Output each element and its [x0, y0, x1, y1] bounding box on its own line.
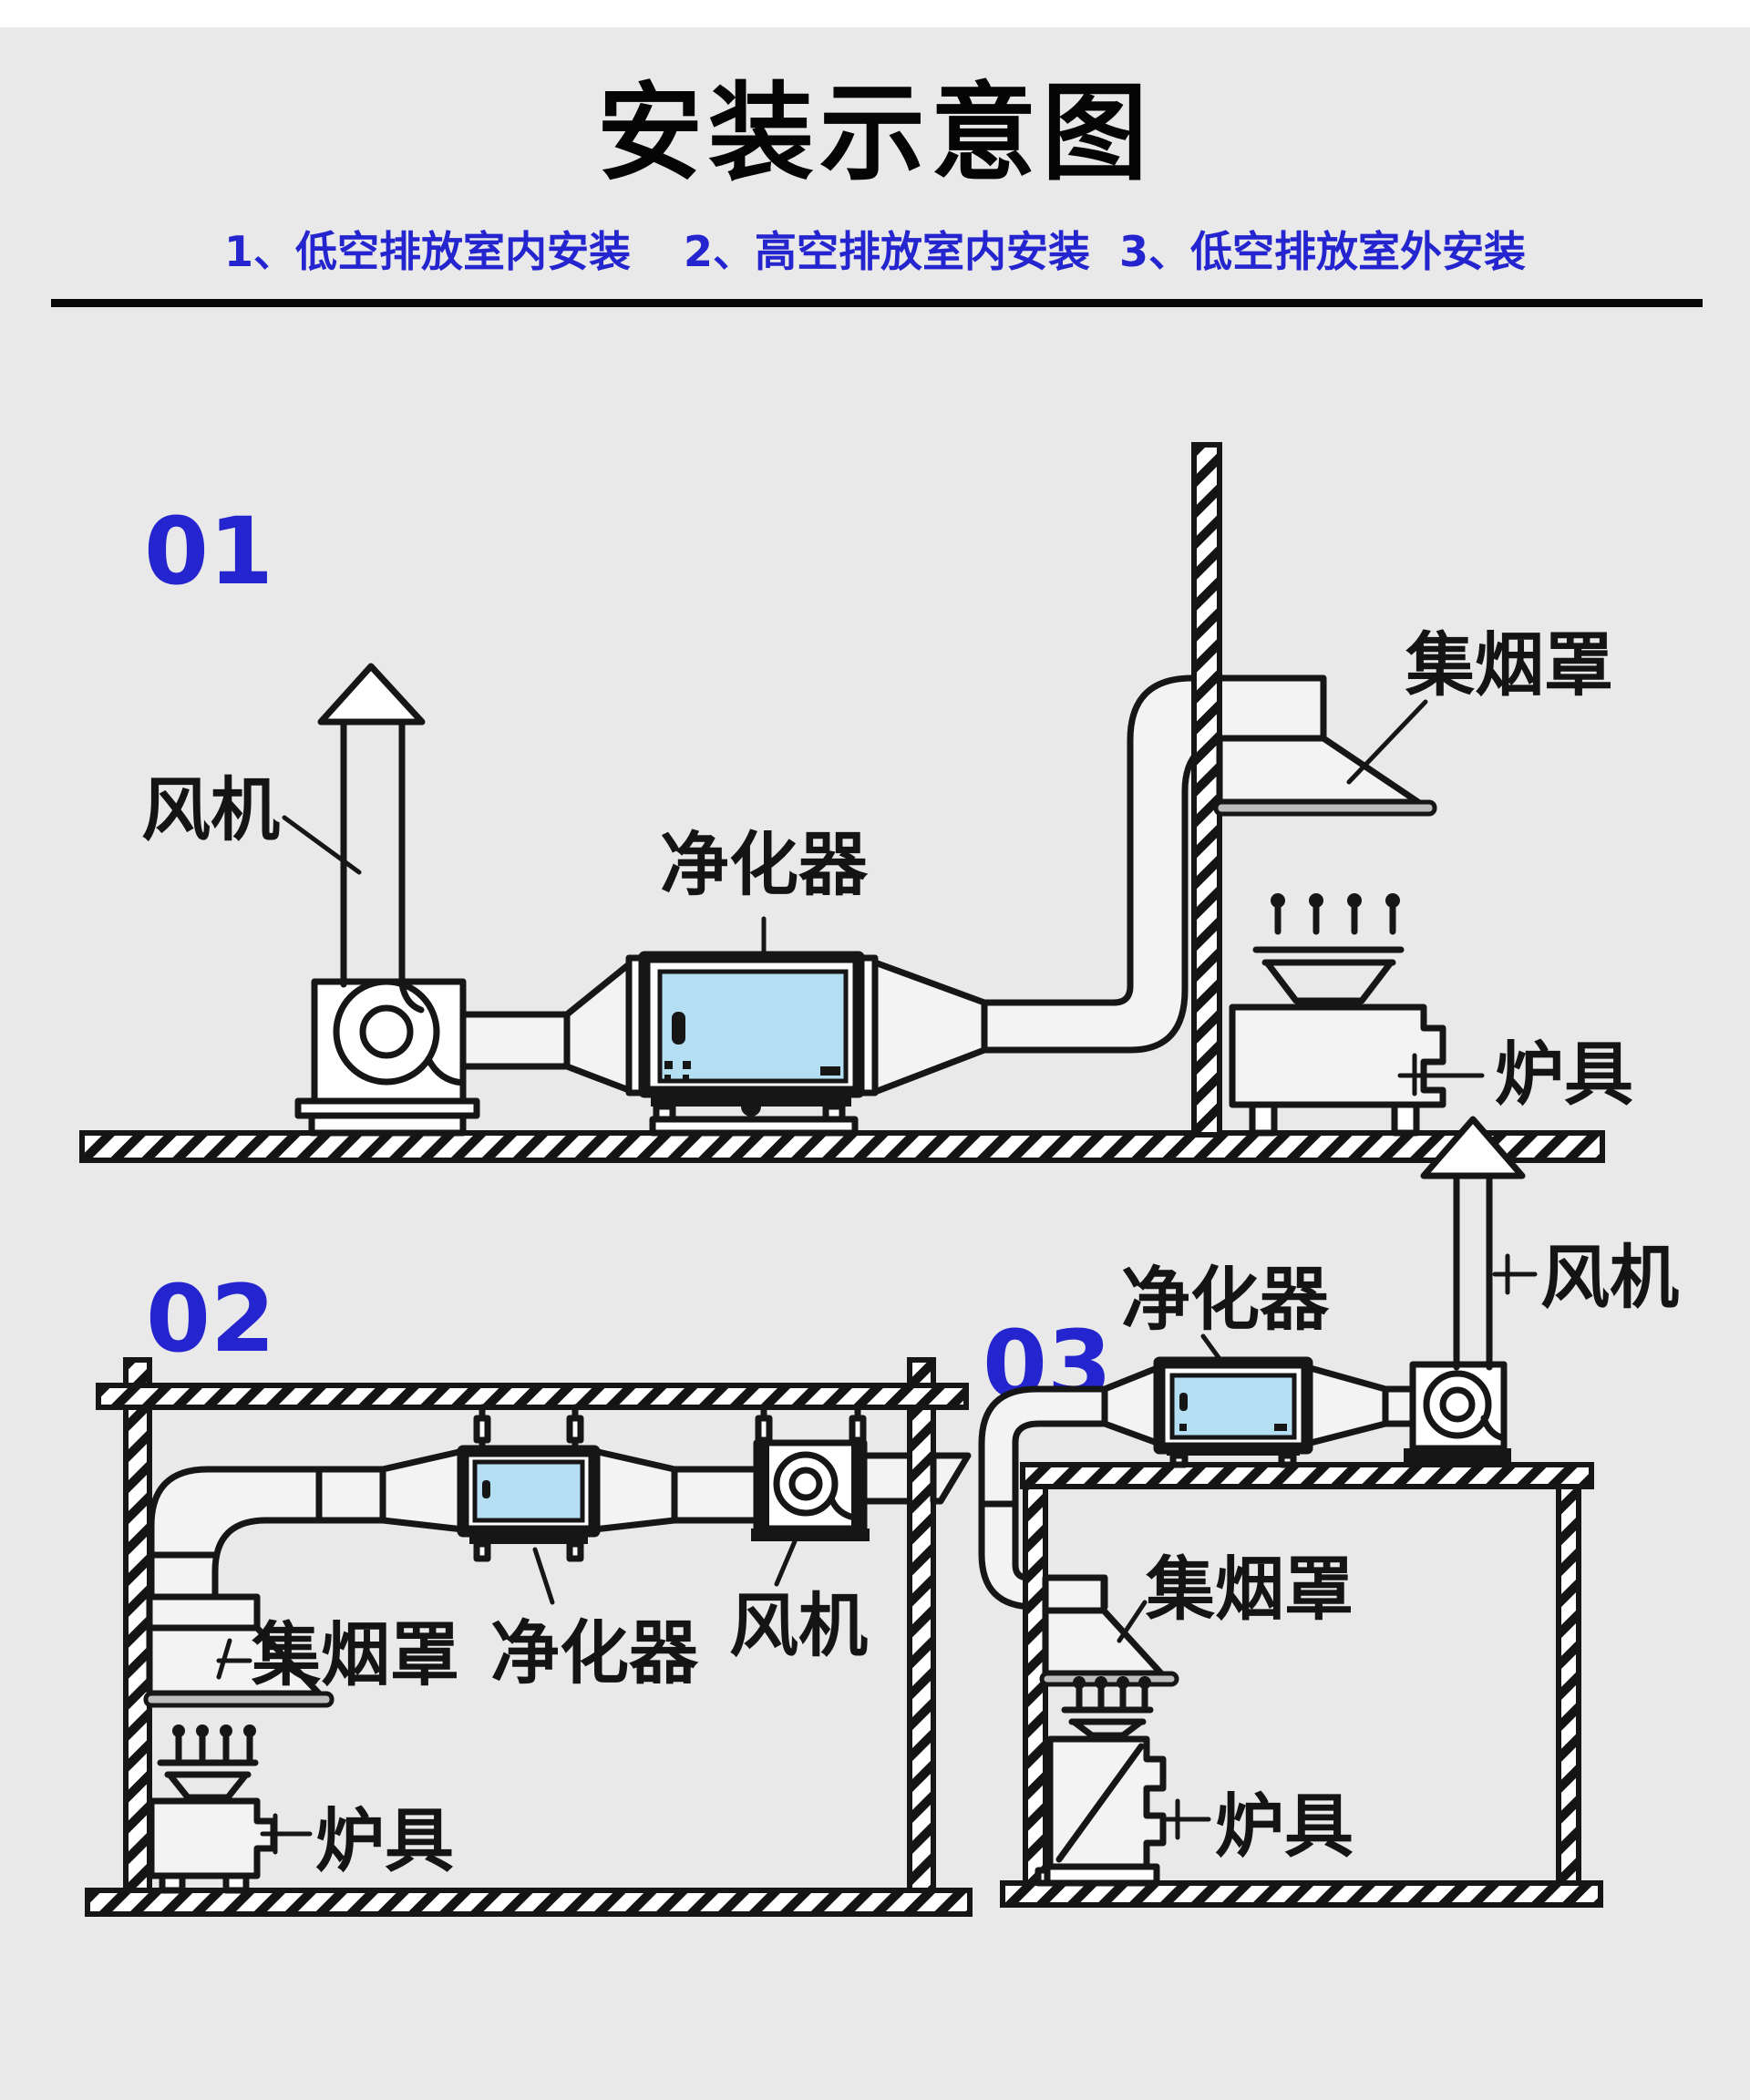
- diagram-02-number: 02: [146, 1265, 275, 1374]
- purifier-leader-02: [532, 1547, 555, 1605]
- cone-left-02: [379, 1447, 467, 1533]
- top-white-strip: [0, 0, 1750, 27]
- room-03: [1000, 1462, 1603, 1908]
- diagram-03: 03: [978, 1116, 1679, 1908]
- fan-unit-03: [1404, 1361, 1511, 1465]
- subtitle-item-1: 1、低空排放室内安装: [223, 227, 631, 276]
- stove-label-03: 炉具: [1215, 1786, 1354, 1867]
- chimney-03: [1420, 1116, 1526, 1371]
- ground-01: [79, 1130, 1605, 1163]
- stove-label-01: 炉具: [1495, 1034, 1633, 1115]
- cone-left-01: [563, 961, 633, 1094]
- diagram-01: 01 风机: [79, 442, 1633, 1163]
- stove-leader-02: [260, 1813, 313, 1855]
- subtitle-item-3: 3、低空排放室外安装: [1119, 227, 1527, 276]
- wok-02: [157, 1759, 259, 1805]
- subtitle: 1、低空排放室内安装 2、高空排放室内安装 3、低空排放室外安装: [0, 219, 1750, 279]
- duct-run-02: [148, 1466, 386, 1608]
- exhaust-nozzle-02: [930, 1452, 972, 1505]
- stove-leader-03: [1164, 1798, 1211, 1840]
- duct-fan-01: [459, 1011, 571, 1070]
- duct-mid-02: [671, 1466, 760, 1524]
- fan-label-03: 风机: [1540, 1237, 1679, 1318]
- duct-riser-01: [981, 674, 1327, 1054]
- cone-right-01: [871, 959, 988, 1096]
- stove-01: [1229, 1004, 1446, 1137]
- purifier-unit-03: [1153, 1356, 1313, 1468]
- flames-01: [1271, 893, 1400, 935]
- page-title: 安装示意图: [597, 72, 1153, 195]
- diagram-01-number: 01: [144, 498, 273, 606]
- fan-label-01: 风机: [141, 769, 280, 850]
- wok-03: [1061, 1706, 1154, 1743]
- fan-unit-02: [751, 1404, 870, 1541]
- wok-01: [1252, 946, 1405, 1011]
- purifier-leader-03: [1200, 1333, 1225, 1365]
- cone-right-03: [1303, 1364, 1389, 1447]
- stove-02: [148, 1797, 277, 1894]
- hood-leader-01: [1346, 699, 1428, 785]
- fan-leader-02: [774, 1539, 798, 1587]
- purifier-unit-02: [457, 1404, 601, 1562]
- stove-label-02: 炉具: [315, 1800, 454, 1881]
- fan-unit-01: [294, 978, 480, 1137]
- diagram-02: 02: [85, 1265, 973, 1917]
- flames-03: [1073, 1676, 1151, 1710]
- duct-fan-03: [1382, 1385, 1416, 1427]
- flames-02: [172, 1724, 256, 1763]
- hood-label-03: 集烟罩: [1145, 1549, 1354, 1630]
- purifier-label-02: 净化器: [490, 1612, 699, 1693]
- fan-label-02: 风机: [729, 1585, 868, 1666]
- stove-03: [1035, 1735, 1167, 1887]
- cone-right-02: [591, 1447, 678, 1533]
- purifier-label-01: 净化器: [660, 824, 869, 905]
- hood-label-01: 集烟罩: [1405, 624, 1613, 705]
- wall-01: [1191, 442, 1222, 1138]
- purifier-unit-01: [625, 951, 879, 1137]
- hood-leader-02: [216, 1638, 252, 1680]
- hood-label-02: 集烟罩: [251, 1614, 459, 1695]
- cone-left-03: [1101, 1364, 1163, 1447]
- fan-leader-01: [282, 815, 362, 875]
- divider-line: [51, 299, 1703, 307]
- smoke-hood-01: [1213, 735, 1437, 817]
- stove-leader-01: [1397, 1053, 1485, 1096]
- fan-leader-03: [1492, 1253, 1538, 1295]
- purifier-label-03: 净化器: [1121, 1259, 1330, 1340]
- chimney-01: [317, 663, 426, 1014]
- subtitle-item-2: 2、高空排放室内安装: [683, 227, 1090, 276]
- hood-leader-03: [1117, 1600, 1148, 1643]
